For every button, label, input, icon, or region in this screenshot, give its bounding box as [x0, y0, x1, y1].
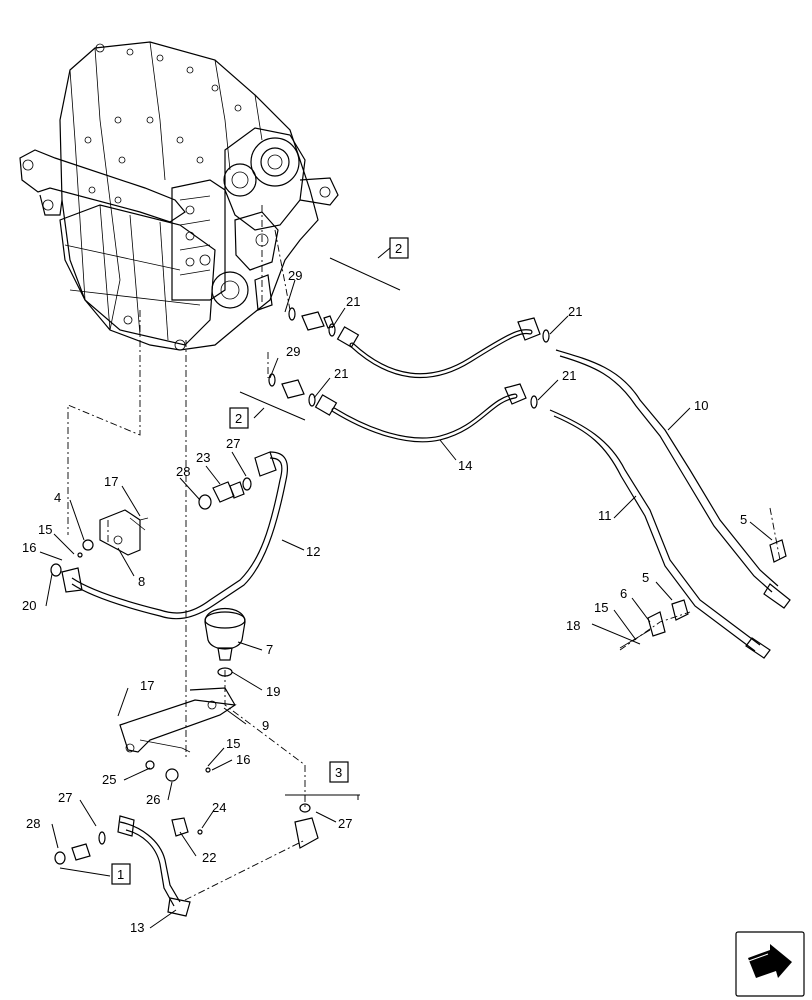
callout-27: 27: [58, 790, 72, 805]
svg-text:2: 2: [395, 241, 402, 256]
callout-19: 19: [266, 684, 280, 699]
callout-16: 16: [22, 540, 36, 555]
hose-10: [336, 317, 791, 609]
callout-8: 8: [138, 574, 145, 589]
callout-28: 28: [176, 464, 190, 479]
transmission-housing: [19, 41, 339, 351]
callout-28: 28: [26, 816, 40, 831]
callout-17: 17: [104, 474, 118, 489]
hose-14: [314, 383, 771, 659]
callout-12: 12: [306, 544, 320, 559]
callout-4: 4: [54, 490, 61, 505]
callout-27: 27: [226, 436, 240, 451]
callout-15: 15: [226, 736, 240, 751]
callout-16: 16: [236, 752, 250, 767]
callout-labels: 29 21 21 29 21 21 10 14 11 27 23 28 17 4…: [22, 268, 747, 935]
callout-27: 27: [338, 816, 352, 831]
callout-24: 24: [212, 800, 226, 815]
callout-20: 20: [22, 598, 36, 613]
svg-text:2: 2: [235, 411, 242, 426]
tube-13: [54, 803, 319, 917]
tube-12: [61, 451, 289, 620]
callout-6: 6: [620, 586, 627, 601]
callout-25: 25: [102, 772, 116, 787]
centerlines: [67, 205, 781, 901]
callout-10: 10: [694, 398, 708, 413]
callout-5: 5: [740, 512, 747, 527]
bracket-8: [50, 509, 149, 577]
callout-22: 22: [202, 850, 216, 865]
clamps-5-6: [619, 539, 787, 649]
callout-21: 21: [346, 294, 360, 309]
callout-18: 18: [566, 618, 580, 633]
svg-text:3: 3: [335, 765, 342, 780]
fittings-23-27-28: [198, 477, 252, 510]
callout-21: 21: [334, 366, 348, 381]
reference-box-leaders: [59, 247, 401, 877]
callout-15: 15: [38, 522, 52, 537]
callout-21: 21: [562, 368, 576, 383]
callout-15: 15: [594, 600, 608, 615]
reference-box-2-lower: 2: [229, 407, 249, 429]
mounting-plate-9: [77, 552, 237, 782]
callout-29: 29: [286, 344, 300, 359]
callout-13: 13: [130, 920, 144, 935]
next-page-arrow-icon[interactable]: [735, 931, 805, 997]
callout-23: 23: [196, 450, 210, 465]
callout-9: 9: [262, 718, 269, 733]
reference-box-2-upper: 2: [389, 237, 409, 259]
callout-leaders: [39, 279, 773, 929]
callout-14: 14: [458, 458, 472, 473]
reference-box-1: 1: [111, 863, 131, 885]
reference-boxes: 2 2 3 1: [111, 237, 409, 885]
callout-17: 17: [140, 678, 154, 693]
reference-box-3: 3: [329, 761, 349, 783]
callout-21: 21: [568, 304, 582, 319]
fittings-upper-row: [268, 307, 550, 409]
svg-text:1: 1: [117, 867, 124, 882]
callout-29: 29: [288, 268, 302, 283]
callout-11: 11: [598, 508, 612, 523]
callout-5: 5: [642, 570, 649, 585]
callout-26: 26: [146, 792, 160, 807]
callout-7: 7: [266, 642, 273, 657]
